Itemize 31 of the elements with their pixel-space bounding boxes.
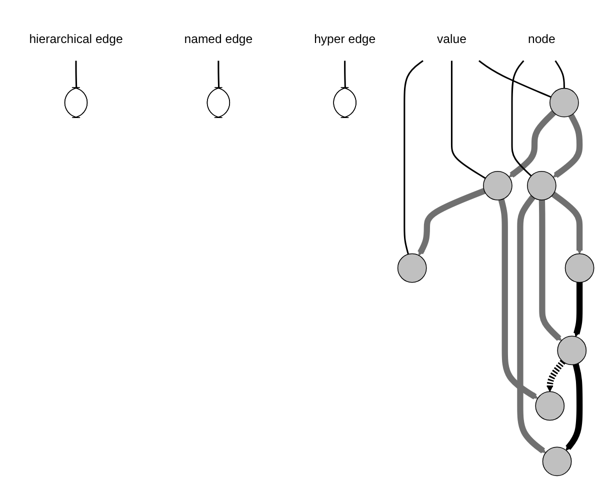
connector — [554, 60, 565, 88]
node-circle — [557, 336, 587, 366]
connector — [450, 60, 486, 179]
node-circle — [397, 253, 427, 283]
connector — [511, 60, 532, 176]
node-circle — [526, 171, 556, 200]
connector — [75, 60, 78, 88]
connector — [478, 60, 552, 98]
node-text: named edge — [184, 33, 253, 46]
node-text: value — [437, 33, 466, 46]
arrow — [498, 198, 538, 400]
node-circle — [483, 171, 512, 200]
arrow — [517, 195, 546, 454]
arrow — [566, 363, 583, 451]
node-text: node — [528, 33, 556, 46]
arrow — [538, 199, 562, 341]
arrow — [574, 282, 583, 337]
arrow — [551, 192, 583, 254]
node-text: hierarchical edge — [29, 33, 123, 46]
arrow — [508, 110, 556, 178]
connector — [218, 60, 220, 88]
node-circle — [564, 253, 594, 283]
node-circle — [542, 446, 572, 476]
arrow — [546, 360, 566, 392]
node-text: hyper edge — [314, 33, 376, 46]
connector — [404, 60, 424, 254]
arrow — [552, 114, 583, 178]
arrow — [418, 188, 486, 256]
node-circle — [535, 391, 565, 421]
node-circle — [550, 88, 579, 118]
connector — [344, 60, 346, 88]
